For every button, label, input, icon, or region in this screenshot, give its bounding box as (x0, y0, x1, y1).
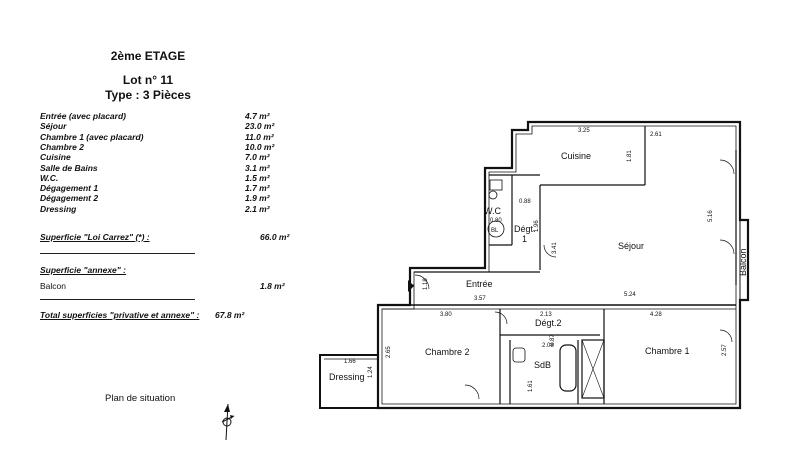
room-chambre2: Chambre 2 (425, 347, 470, 357)
surface-value: 23.0 m² (245, 121, 275, 132)
dim-181: 1.81 (627, 150, 633, 162)
surface-row: Chambre 1 (avec placard) 11.0 m² (40, 132, 300, 142)
dim-166: 1.66 (344, 359, 356, 365)
dim-265: 2.65 (386, 346, 392, 358)
entry-arrow-icon (408, 280, 414, 292)
situation-label: Plan de situation (105, 393, 176, 404)
surface-value: 4.7 m² (245, 111, 270, 121)
loi-carrez-value: 66.0 m² (260, 232, 290, 242)
balcon-value: 1.8 m² (260, 281, 285, 291)
dim-325: 3.25 (578, 128, 590, 134)
lot-number: Lot n° 11 (122, 73, 174, 87)
outer-wall (376, 120, 750, 410)
surface-value: 3.1 m² (245, 162, 270, 173)
dim-261: 2.61 (650, 132, 662, 138)
wc-bowl (488, 190, 498, 200)
total-label: Total superficies "privative et annexe" … (40, 310, 200, 320)
room-sejour: Séjour (618, 241, 644, 251)
surface-label: Chambre 2 (40, 141, 84, 152)
balcon-label: Balcon (40, 281, 66, 291)
surface-label: Dressing (40, 203, 77, 214)
room-bl: BL (491, 228, 499, 234)
loi-carrez-row: Superficie "Loi Carrez" (*) : 66.0 m² (40, 232, 310, 244)
dim-380: 3.80 (440, 312, 452, 318)
wc-sink (489, 179, 503, 191)
surface-row: Dressing 2.1 m² (40, 204, 300, 214)
dim-161: 1.61 (528, 380, 534, 392)
surface-row: Chambre 2 10.0 m² (40, 142, 300, 152)
surface-row: Cuisine 7.0 m² (40, 152, 300, 162)
surface-label: Salle de Bains (40, 162, 98, 173)
surface-label: Séjour (40, 121, 67, 132)
room-entree: Entrée (466, 279, 493, 289)
loi-carrez-underline (40, 253, 195, 254)
surface-value: 11.0 m² (245, 131, 274, 142)
compass-icon (221, 403, 235, 441)
boiler-circle (487, 220, 505, 238)
dim-213: 2.13 (540, 312, 552, 318)
sdb-sink (512, 347, 526, 363)
dim-516: 5.16 (708, 210, 714, 222)
surface-value: 1.5 m² (245, 172, 270, 183)
room-dressing: Dressing (329, 372, 365, 382)
room-degt2: Dégt.2 (535, 318, 562, 328)
balcon-row: Balcon 1.8 m² (40, 281, 310, 293)
dim-196: 1.96 (534, 220, 540, 232)
floor-title: 2ème ETAGE (110, 49, 186, 63)
surface-row: Dégagement 1 1.7 m² (40, 183, 300, 193)
annexe-title-row: Superficie "annexe" : (40, 265, 310, 277)
surface-label: Cuisine (40, 152, 71, 163)
surface-label: W.C. (40, 172, 59, 183)
surface-row: Salle de Bains 3.1 m² (40, 163, 300, 173)
lot-type: Type : 3 Pièces (105, 88, 191, 102)
loi-carrez-label: Superficie "Loi Carrez" (*) : (40, 232, 150, 242)
surface-row: Entrée (avec placard) 4.7 m² (40, 111, 300, 121)
surface-label: Entrée (avec placard) (40, 111, 126, 121)
room-chambre1: Chambre 1 (645, 346, 690, 356)
dressing-wall (319, 354, 379, 409)
dim-208: 2.08 (542, 343, 554, 349)
room-cuisine: Cuisine (561, 151, 591, 161)
surface-value: 10.0 m² (245, 141, 275, 152)
dim-118: 1.18 (423, 278, 429, 290)
room-degt1-a: Dégt. (514, 224, 536, 234)
dim-428: 4.28 (650, 312, 662, 318)
surface-row: W.C. 1.5 m² (40, 173, 300, 183)
room-balcon: Balcon (738, 248, 748, 276)
dim-124: 1.24 (368, 366, 374, 378)
room-wc: W.C (484, 206, 501, 216)
surface-label: Chambre 1 (avec placard) (40, 131, 144, 142)
total-value: 67.8 m² (215, 310, 245, 320)
surface-value: 1.9 m² (245, 193, 270, 204)
dim-088: 0.88 (519, 199, 531, 205)
annexe-label: Superficie "annexe" : (40, 265, 127, 275)
room-sdb: SdB (534, 360, 551, 370)
dim-080: 0.80 (490, 218, 502, 224)
surface-value: 1.7 m² (245, 183, 270, 194)
dim-357: 3.57 (474, 296, 486, 302)
surface-value: 2.1 m² (245, 203, 270, 214)
dim-087: 0.87 (550, 334, 556, 346)
surface-list: Entrée (avec placard) 4.7 m² Séjour 23.0 m²… (40, 111, 300, 221)
dim-524: 5.24 (624, 292, 636, 298)
total-row: Total superficies "privative et annexe" … (40, 310, 310, 322)
surface-label: Dégagement 2 (40, 193, 99, 204)
annexe-underline (40, 299, 195, 300)
dim-341: 3.41 (552, 242, 558, 254)
surface-label: Dégagement 1 (40, 183, 99, 194)
balcony (739, 219, 749, 301)
dim-257: 2.57 (722, 344, 728, 356)
room-degt1-b: 1 (522, 234, 527, 244)
surface-row: Dégagement 2 1.9 m² (40, 193, 300, 203)
surface-value: 7.0 m² (245, 152, 270, 163)
surface-row: Séjour 23.0 m² (40, 121, 300, 131)
outer-wall-inner (381, 125, 737, 405)
bathtub (559, 344, 577, 392)
